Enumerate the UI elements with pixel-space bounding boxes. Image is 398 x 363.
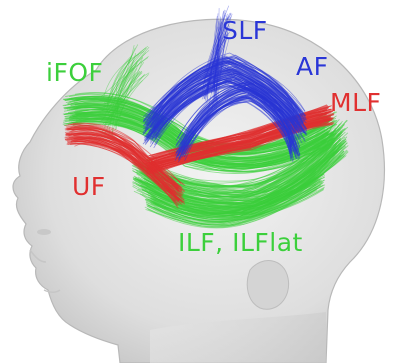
label-mlf: MLF (330, 90, 381, 115)
ear-shape (247, 261, 288, 310)
label-uf: UF (72, 174, 106, 199)
label-ilf-ilflat: ILF, ILFlat (178, 230, 303, 255)
eye-shape (37, 229, 51, 235)
label-slf: SLF (222, 18, 268, 43)
label-ifof: iFOF (46, 60, 103, 85)
label-af: AF (296, 54, 328, 79)
